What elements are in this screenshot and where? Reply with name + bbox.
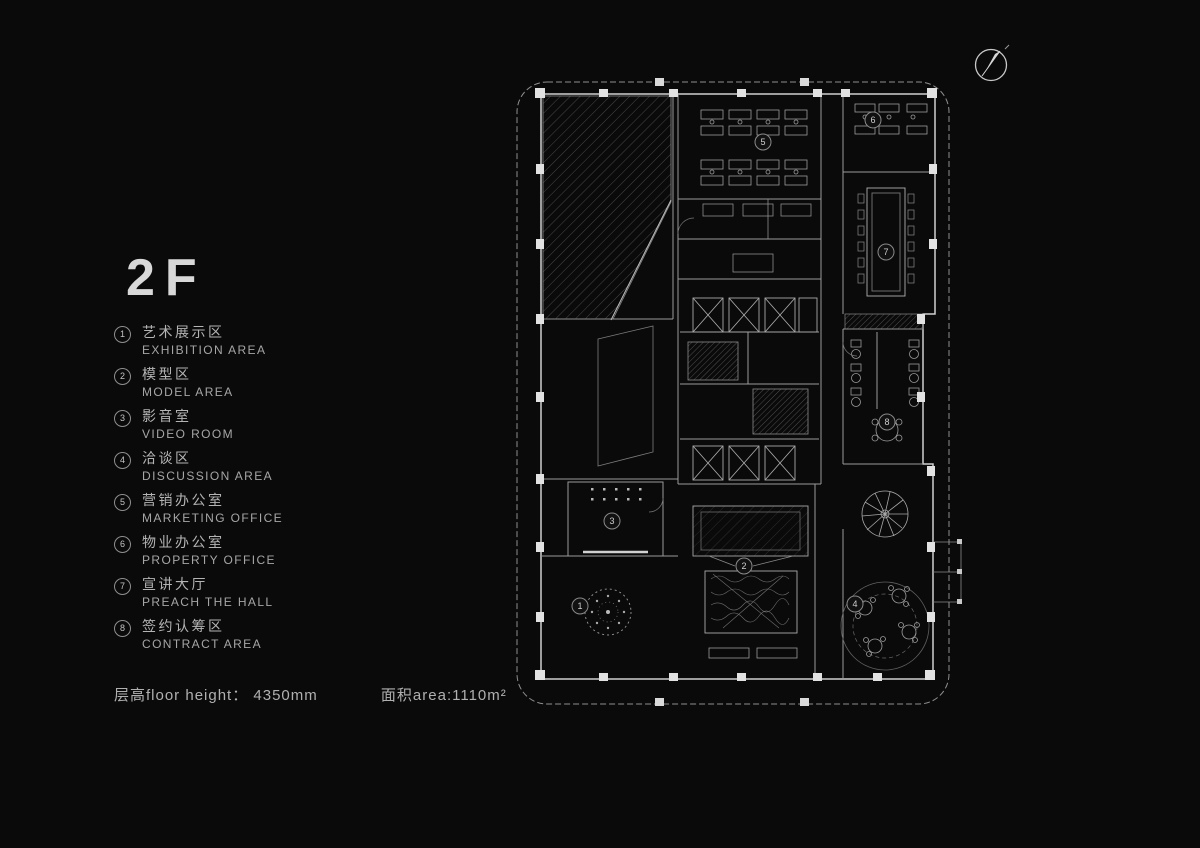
washroom-fixtures	[850, 339, 920, 442]
columns	[535, 88, 937, 681]
property-office-desks	[854, 103, 928, 135]
legend-number-1: 1	[114, 326, 131, 343]
legend-number-4: 4	[114, 452, 131, 469]
preach-hall-table	[857, 187, 915, 297]
svg-text:4: 4	[852, 599, 857, 609]
legend-label-zh: 艺术展示区	[142, 324, 225, 340]
room-marker-5: 5	[754, 133, 772, 151]
canopy-lines	[933, 539, 962, 604]
floor-height-text: 层高floor height： 4350mm	[114, 687, 318, 704]
legend-label-en: CONTRACT AREA	[142, 637, 262, 652]
footer-stats: 层高floor height： 4350mm 面积area:1110m²	[114, 684, 507, 705]
area-text: 面积area:1110m²	[380, 687, 507, 704]
legend-label-zh: 签约认筹区	[142, 618, 225, 634]
marketing-office-desks	[700, 109, 808, 186]
legend: 1 艺术展示区 EXHIBITION AREA 2 模型区 MODEL AREA…	[114, 324, 283, 661]
svg-text:8: 8	[884, 417, 889, 427]
legend-label-zh: 模型区	[142, 366, 192, 382]
legend-item-preach: 7 宣讲大厅 PREACH THE HALL	[114, 576, 283, 609]
svg-text:7: 7	[883, 247, 888, 257]
legend-label-en: PROPERTY OFFICE	[142, 553, 276, 568]
legend-label-en: PREACH THE HALL	[142, 595, 274, 610]
legend-label-en: VIDEO ROOM	[142, 427, 235, 442]
video-room	[583, 488, 648, 554]
legend-number-6: 6	[114, 536, 131, 553]
room-marker-4: 4	[846, 595, 864, 613]
legend-item-video: 3 影音室 VIDEO ROOM	[114, 408, 283, 441]
legend-label-en: MARKETING OFFICE	[142, 511, 284, 526]
bottom-benches	[708, 647, 798, 659]
hatched-zones	[542, 95, 924, 467]
room-marker-6: 6	[864, 111, 882, 129]
room-marker-1: 1	[571, 597, 589, 615]
elevator-core	[692, 297, 818, 481]
room-marker-8: 8	[878, 413, 896, 431]
legend-label-en: EXHIBITION AREA	[142, 343, 267, 358]
room-marker-3: 3	[603, 512, 621, 530]
svg-text:2: 2	[741, 561, 746, 571]
svg-text:1: 1	[577, 601, 582, 611]
svg-text:3: 3	[609, 516, 614, 526]
room-markers: 1 2 3 4 5	[571, 111, 896, 615]
svg-text:6: 6	[870, 115, 875, 125]
legend-item-model: 2 模型区 MODEL AREA	[114, 366, 283, 399]
legend-number-5: 5	[114, 494, 131, 511]
service-rooms	[702, 199, 812, 273]
floor-plan: 1 2 3 4 5	[513, 74, 963, 719]
room-marker-2: 2	[735, 557, 753, 575]
site-boundary	[516, 78, 950, 706]
legend-number-8: 8	[114, 620, 131, 637]
svg-text:5: 5	[760, 137, 765, 147]
legend-label-zh: 物业办公室	[142, 534, 225, 550]
legend-label-en: MODEL AREA	[142, 385, 234, 400]
legend-number-3: 3	[114, 410, 131, 427]
page-title: 2F	[126, 249, 207, 307]
spiral-stair	[861, 490, 909, 538]
legend-label-zh: 营销办公室	[142, 492, 225, 508]
door-arcs	[648, 217, 858, 513]
legend-number-7: 7	[114, 578, 131, 595]
north-arrow-icon	[968, 42, 1014, 88]
legend-item-exhibition: 1 艺术展示区 EXHIBITION AREA	[114, 324, 283, 357]
discussion-area-feature	[840, 581, 930, 671]
legend-item-contract: 8 签约认筹区 CONTRACT AREA	[114, 618, 283, 651]
legend-label-en: DISCUSSION AREA	[142, 469, 274, 484]
legend-label-zh: 宣讲大厅	[142, 576, 208, 592]
exhibition-area-feature	[584, 588, 632, 636]
room-marker-7: 7	[877, 243, 895, 261]
legend-number-2: 2	[114, 368, 131, 385]
legend-item-property: 6 物业办公室 PROPERTY OFFICE	[114, 534, 283, 567]
legend-item-discussion: 4 洽谈区 DISCUSSION AREA	[114, 450, 283, 483]
legend-label-zh: 洽谈区	[142, 450, 192, 466]
legend-label-zh: 影音室	[142, 408, 192, 424]
model-area	[692, 505, 809, 634]
legend-item-marketing: 5 营销办公室 MARKETING OFFICE	[114, 492, 283, 525]
